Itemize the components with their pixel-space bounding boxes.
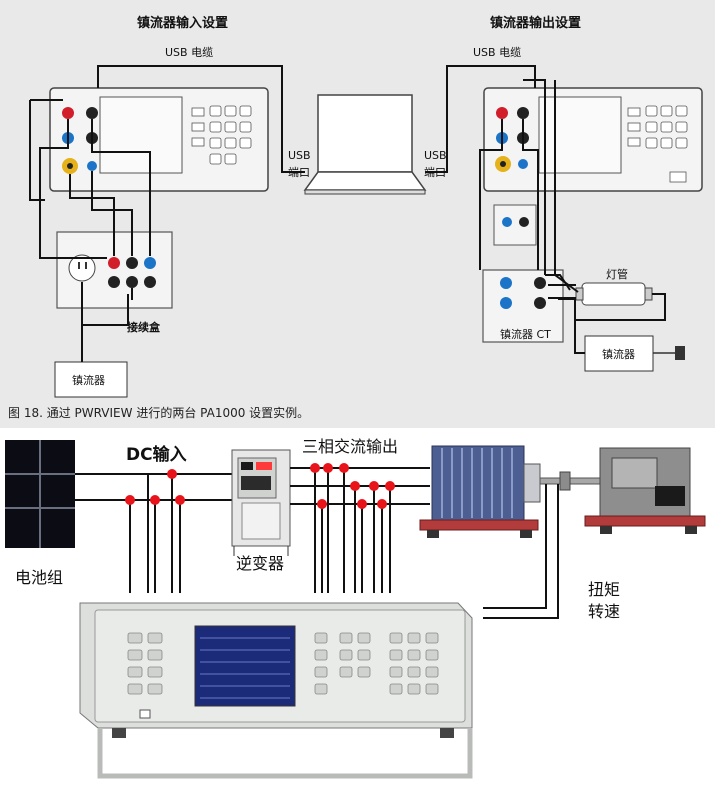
motor — [419, 445, 541, 538]
ac-output-lines — [290, 467, 430, 593]
inverter-cabinet — [231, 449, 291, 556]
dynamometer — [584, 447, 706, 534]
torque-label: 扭矩 — [588, 580, 621, 599]
usb-port-label-right-2: 端口 — [424, 166, 446, 179]
junction-box-label: 接续盒 — [127, 321, 160, 334]
pa1000-setup-diagram: 镇流器输入设置 镇流器输出设置 USB 电缆 USB 电缆 USB 端口 USB… — [0, 0, 715, 428]
figure-caption: 图 18. 通过 PWRVIEW 进行的两台 PA1000 设置实例。 — [8, 406, 310, 420]
wires — [29, 65, 666, 362]
inverter-motor-drawing — [5, 440, 706, 779]
right-setup-title: 镇流器输出设置 — [490, 16, 582, 31]
battery-label: 电池组 — [15, 568, 64, 587]
battery-pack — [5, 440, 75, 548]
usb-port-label-left-2: 端口 — [288, 166, 310, 179]
inverter-label: 逆变器 — [236, 554, 285, 573]
connection-dots — [125, 463, 395, 509]
left-ballast-box — [54, 361, 128, 398]
right-ballast-box — [584, 335, 685, 372]
inverter-motor-test-diagram: DC输入 三相交流输出 电池组 逆变器 扭矩 转速 — [0, 428, 715, 785]
left-pa1000-analyzer — [49, 87, 269, 192]
right-pa1000-analyzer — [483, 87, 703, 192]
ballast-ct-box — [482, 269, 564, 343]
usb-port-label-left-1: USB — [288, 149, 311, 162]
ballast-ct-label: 镇流器 CT — [500, 328, 551, 341]
laptop — [303, 94, 427, 195]
speed-label: 转速 — [588, 602, 621, 621]
left-setup-title: 镇流器输入设置 — [137, 16, 229, 31]
dc-lines — [75, 473, 232, 593]
usb-port-label-right-1: USB — [424, 149, 447, 162]
usb-cable-label-left: USB 电缆 — [165, 46, 214, 59]
torque-sensor-shaft — [539, 471, 601, 491]
torque-speed-lines — [483, 484, 559, 619]
right-ballast-label: 镇流器 — [602, 348, 635, 361]
three-phase-output-label: 三相交流输出 — [302, 437, 399, 456]
lamp-label: 灯管 — [606, 268, 628, 281]
junction-box — [56, 231, 173, 309]
dc-input-label: DC输入 — [126, 445, 187, 465]
left-ballast-label: 镇流器 — [72, 374, 105, 387]
ct-adaptor — [493, 204, 537, 246]
power-analyzer — [79, 602, 473, 779]
lamp-tube — [575, 282, 653, 306]
pa1000-wiring-drawing — [29, 65, 703, 398]
usb-cable-label-right: USB 电缆 — [473, 46, 522, 59]
